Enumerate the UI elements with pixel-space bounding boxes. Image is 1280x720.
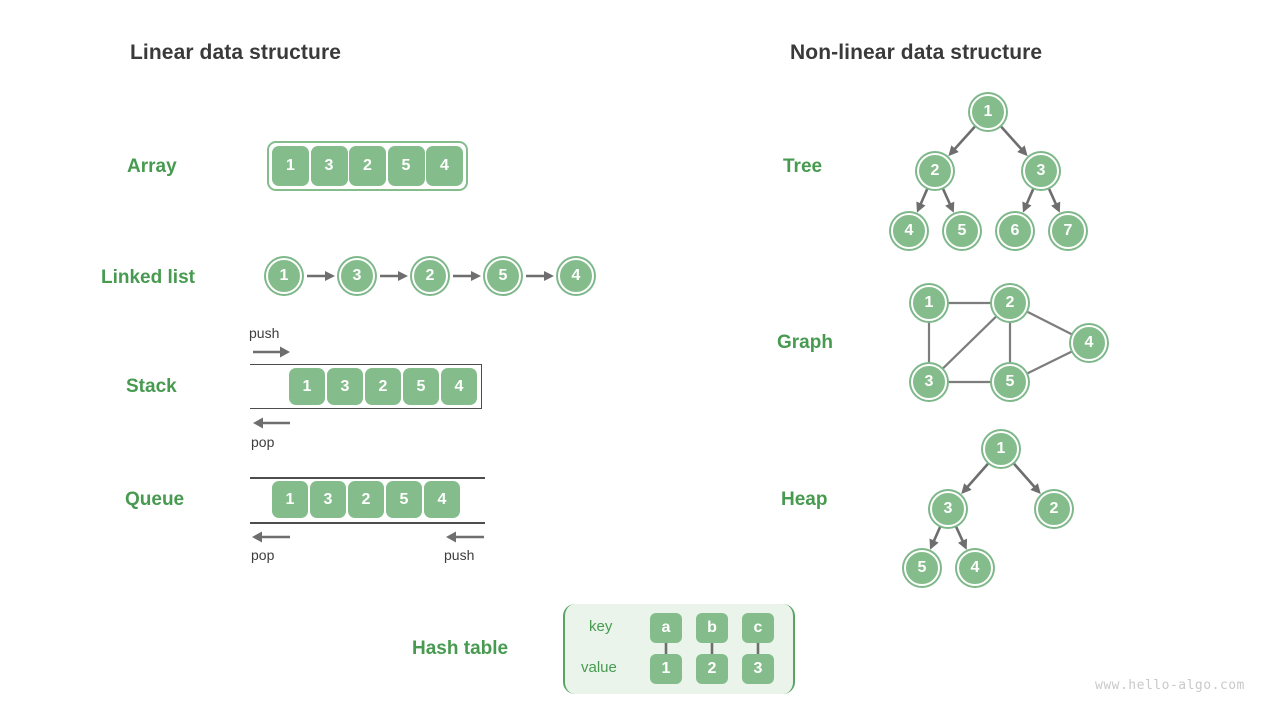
tree-edge-arrow-shaft (919, 187, 929, 206)
stack-cell: 1 (289, 368, 325, 405)
graph-node: 5 (992, 364, 1028, 400)
tree-node: 6 (997, 213, 1033, 249)
tree-edge-arrow-head (1017, 145, 1028, 157)
tree-node: 2 (917, 153, 953, 189)
queue-label: Queue (125, 489, 185, 510)
heap-edge-arrow-head (961, 483, 972, 495)
stack-cell: 3 (327, 368, 363, 405)
stack-pop-arrow-head (253, 417, 263, 429)
heap-edge-arrow-head (1030, 483, 1041, 495)
stack-label: Stack (126, 376, 177, 397)
hash-value-cell: 2 (696, 654, 728, 684)
heap-node: 3 (930, 491, 966, 527)
heap-node: 5 (904, 550, 940, 586)
stack-cell: 2 (365, 368, 401, 405)
tree-node: 7 (1050, 213, 1086, 249)
queue-cell: 2 (348, 481, 384, 518)
tree-edge-arrow-head (916, 201, 926, 213)
queue-cell: 5 (386, 481, 422, 518)
graph-label: Graph (777, 332, 833, 353)
tree-edge-arrow-shaft (999, 125, 1023, 151)
graph-edge (940, 314, 999, 371)
heap-node: 2 (1036, 491, 1072, 527)
tree-edge-arrow-shaft (941, 187, 952, 206)
heap-edge-arrow-head (929, 538, 939, 550)
stack-push-arrow-head (280, 346, 290, 358)
heap-edge-arrow-shaft (932, 525, 942, 543)
queue-push-label: push (444, 547, 475, 563)
tree-node: 1 (970, 94, 1006, 130)
linked-list-node: 2 (412, 258, 448, 294)
queue-pop-label: pop (251, 547, 275, 563)
array-label: Array (127, 156, 177, 177)
hash-key-cell: a (650, 613, 682, 643)
linked-list-arrow-head (398, 271, 408, 281)
tree-label: Tree (783, 156, 823, 177)
tree-edge-arrow-shaft (953, 125, 977, 151)
stack-push-label: push (249, 325, 280, 341)
tree-node: 5 (944, 213, 980, 249)
tree-edge-arrow-head (945, 201, 955, 213)
hash-table-label: Hash table (412, 638, 509, 659)
stack-pop-label: pop (251, 434, 275, 450)
graph-edge (1024, 310, 1075, 336)
graph-node: 1 (911, 285, 947, 321)
heap-edge-arrow-shaft (954, 525, 965, 543)
hash-value-cell: 1 (650, 654, 682, 684)
graph-edge (1025, 349, 1074, 376)
heap-label: Heap (781, 489, 828, 510)
heap-node: 4 (957, 550, 993, 586)
stack-frame (250, 364, 482, 409)
array-cell: 2 (349, 146, 386, 186)
queue-bottom-line (250, 522, 485, 524)
tree-node: 4 (891, 213, 927, 249)
tree-edge-arrow-head (1051, 201, 1061, 213)
hash-key-label: key (589, 618, 613, 635)
tree-edge-arrow-shaft (1047, 187, 1058, 206)
queue-cell: 1 (272, 481, 308, 518)
linked-list-node: 1 (266, 258, 302, 294)
linear-section-heading: Linear data structure (130, 41, 341, 64)
queue-cell: 3 (310, 481, 346, 518)
array-cell: 1 (272, 146, 309, 186)
graph-node: 2 (992, 285, 1028, 321)
tree-edge-arrow-head (1022, 201, 1032, 213)
array-cell: 3 (310, 146, 348, 186)
heap-edge-arrow-shaft (965, 462, 990, 489)
tree-node: 3 (1023, 153, 1059, 189)
linked-list-node: 3 (339, 258, 375, 294)
linked-list-node: 5 (485, 258, 521, 294)
stack-cell: 5 (403, 368, 439, 405)
tree-edge-arrow-shaft (1025, 187, 1035, 206)
queue-top-line (250, 477, 485, 479)
hash-key-cell: c (742, 613, 774, 643)
linked-list-arrow-head (471, 271, 481, 281)
queue-pop-arrow-head (252, 531, 262, 543)
linked-list-arrow-head (325, 271, 335, 281)
queue-push-arrow-head (446, 531, 456, 543)
hash-value-cell: 3 (742, 654, 774, 684)
array-cell: 5 (387, 146, 425, 186)
graph-node: 3 (911, 364, 947, 400)
heap-edge-arrow-shaft (1012, 462, 1037, 489)
queue-cell: 4 (424, 481, 460, 518)
tree-edge-arrow-head (948, 145, 959, 157)
hash-value-label: value (581, 659, 617, 676)
heap-edge-arrow-head (957, 538, 968, 550)
array-cell: 4 (426, 146, 463, 186)
watermark: www.hello-algo.com (1095, 678, 1245, 693)
graph-node: 4 (1071, 325, 1107, 361)
linked-list-arrow-head (544, 271, 554, 281)
hash-key-cell: b (696, 613, 728, 643)
nonlinear-section-heading: Non-linear data structure (790, 41, 1043, 64)
linked-list-node: 4 (558, 258, 594, 294)
stack-cell: 4 (441, 368, 477, 405)
heap-node: 1 (983, 431, 1019, 467)
linked-list-label: Linked list (101, 267, 195, 288)
